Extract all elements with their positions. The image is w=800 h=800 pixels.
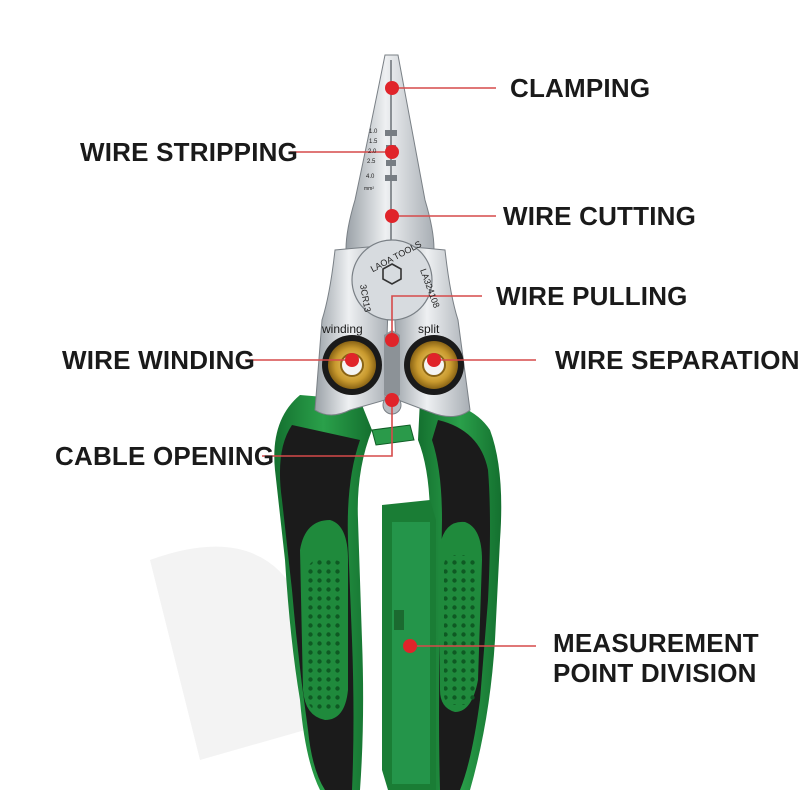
marker-wire-cutting (385, 209, 399, 223)
callout-markers (345, 81, 441, 653)
gauge-mark-4: 4.0 (366, 174, 375, 180)
marker-wire-separation (427, 353, 441, 367)
steel-engraving: 3CR13 (358, 284, 373, 313)
label-wire-cutting: WIRE CUTTING (503, 201, 697, 231)
left-grip-dots (308, 560, 344, 710)
marker-cable-opening (385, 393, 399, 407)
label-measurement-line2: POINT DIVISION (553, 658, 757, 688)
gauge-mark-3: 2.5 (367, 159, 376, 165)
label-wire-separation: WIRE SEPARATION (555, 345, 800, 375)
winding-text: winding (321, 322, 363, 336)
spring (371, 424, 415, 446)
marker-wire-winding (345, 353, 359, 367)
leader-lines (245, 87, 536, 647)
right-grip-dots (444, 555, 478, 705)
label-wire-winding: WIRE WINDING (62, 345, 256, 375)
label-clamping: CLAMPING (510, 73, 651, 103)
gauge-unit: mm² (364, 186, 374, 192)
marker-wire-stripping (385, 145, 399, 159)
gauge-mark-0: 1.0 (369, 129, 378, 135)
marker-clamping (385, 81, 399, 95)
split-text: split (418, 322, 440, 336)
label-measurement-line1: MEASUREMENT (553, 628, 759, 658)
label-wire-stripping: WIRE STRIPPING (80, 137, 299, 167)
steel-head (314, 54, 471, 417)
brand-logo (382, 263, 402, 285)
center-slot (384, 330, 400, 400)
label-wire-pulling: WIRE PULLING (496, 281, 688, 311)
gauge-mark-1: 1.5 (369, 139, 378, 145)
label-cable-opening: CABLE OPENING (55, 441, 275, 471)
left-handle (274, 395, 372, 790)
right-handle (418, 400, 502, 790)
label-measurement: MEASUREMENT POINT DIVISION (553, 628, 759, 688)
marker-wire-pulling (385, 333, 399, 347)
marker-measurement (403, 639, 417, 653)
gauge-mark-2: 2.0 (368, 149, 377, 155)
